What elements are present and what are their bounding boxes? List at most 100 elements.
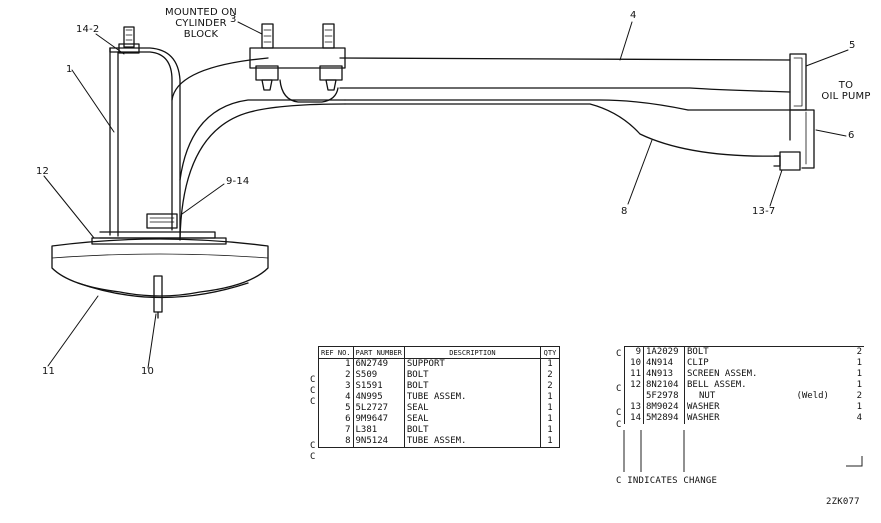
- extra-cell: [794, 369, 848, 380]
- table-row: 7 L381 BOLT 1: [318, 425, 560, 436]
- desc-cell: SEAL: [404, 403, 542, 414]
- part-cell: 4N914: [643, 358, 685, 369]
- header-description: DESCRIPTION: [404, 346, 542, 359]
- callout-6: 6: [848, 130, 855, 141]
- part-cell: 9N5124: [353, 436, 405, 448]
- change-flag-13: C: [616, 408, 622, 418]
- part-cell: 8N2104: [643, 380, 685, 391]
- ref-cell: 4: [318, 392, 354, 403]
- note-mounted-line-1: MOUNTED ON: [165, 7, 237, 18]
- ref-cell: 1: [318, 358, 354, 370]
- callout-11: 11: [42, 366, 56, 377]
- change-flag-14: C: [616, 420, 622, 430]
- callout-10: 10: [141, 366, 155, 377]
- header-qty: QTY: [540, 346, 560, 359]
- desc-cell: BOLT: [684, 346, 795, 358]
- callout-14-2: 14-2: [76, 24, 100, 35]
- change-flag-9: C: [616, 349, 622, 359]
- ref-cell: [624, 391, 644, 402]
- extra-cell: [794, 413, 848, 424]
- part-cell: S1591: [353, 381, 405, 392]
- qty-cell: 4: [856, 413, 862, 423]
- qty-cell: 1: [540, 358, 560, 370]
- desc-cell: TUBE ASSEM.: [404, 436, 542, 448]
- ref-cell: 14: [624, 413, 644, 424]
- pump-flange: [789, 53, 807, 111]
- desc-cell: CLIP: [687, 358, 709, 368]
- table-row: 14 5M2894 WASHER 4: [624, 413, 865, 424]
- note-mounted-on-block: MOUNTED ON CYLINDER BLOCK: [163, 7, 239, 40]
- extra-cell: [794, 358, 848, 369]
- change-flag-12: C: [616, 384, 622, 394]
- note-pump-line-1: TO: [838, 80, 854, 91]
- callout-9-14: 9-14: [226, 176, 250, 187]
- part-cell: 4N995: [353, 392, 405, 403]
- desc-cell: SUPPORT: [404, 358, 542, 370]
- callout-8: 8: [621, 206, 628, 217]
- table-row: 10 4N914 CLIP 1: [624, 358, 865, 369]
- desc-cell: SCREEN ASSEM.: [687, 369, 758, 379]
- part-cell: S509: [353, 370, 405, 381]
- header-ref-no: REF NO.: [318, 346, 354, 359]
- ref-cell: 12: [624, 380, 644, 391]
- part-cell: 5M2894: [643, 413, 685, 424]
- qty-cell: 1: [540, 392, 560, 403]
- change-flag-7: C: [310, 441, 316, 451]
- qty-cell: 2: [856, 391, 862, 401]
- ref-cell: 3: [318, 381, 354, 392]
- extra-cell: [794, 402, 848, 413]
- leader-lines: [43, 21, 849, 369]
- header-part-number: PART NUMBER: [353, 346, 405, 359]
- part-cell: L381: [353, 425, 405, 436]
- desc-cell: BOLT: [404, 425, 542, 436]
- support-bracket: [109, 47, 181, 239]
- tube-assembly-lower: [179, 99, 791, 241]
- qty-cell: 2: [540, 370, 560, 381]
- footnote-indicates-change: C INDICATES CHANGE: [616, 476, 718, 486]
- ref-cell: 2: [318, 370, 354, 381]
- desc-cell: BELL ASSEM.: [687, 380, 747, 390]
- note-mounted-line-2: CYLINDER: [175, 18, 227, 29]
- desc-cell: SEAL: [404, 414, 542, 425]
- note-pump-line-2: OIL PUMP: [821, 91, 871, 102]
- qty-cell: 1: [856, 380, 862, 390]
- table-row: 3 S1591 BOLT 2: [318, 381, 560, 392]
- ref-cell: 13: [624, 402, 644, 413]
- qty-cell: 1: [540, 425, 560, 436]
- callout-12: 12: [36, 166, 50, 177]
- table-row: 2 S509 BOLT 2: [318, 370, 560, 381]
- note-to-oil-pump: TO OIL PUMP: [814, 80, 878, 102]
- table-row: 5F2978 NUT (Weld) 2: [624, 391, 865, 402]
- table-row: 1 6N2749 SUPPORT 1: [318, 358, 560, 370]
- callout-5: 5: [849, 40, 856, 51]
- tube-assembly-upper: [171, 57, 791, 101]
- parts-table-right: 9 1A2029 BOLT 2 10 4N914 CLIP 1 11 4N913…: [624, 346, 864, 424]
- qty-cell: 1: [856, 369, 862, 379]
- ref-cell: 9: [624, 346, 644, 358]
- qty-cell: 1: [540, 403, 560, 414]
- callout-3: 3: [230, 14, 237, 25]
- part-cell: 8M9024: [643, 402, 685, 413]
- qty-cell: 1: [856, 402, 862, 412]
- desc-cell: TUBE ASSEM.: [404, 392, 542, 403]
- change-flag-1: C: [310, 375, 316, 385]
- table-row: 8 9N5124 TUBE ASSEM. 1: [318, 436, 560, 448]
- qty-cell: 1: [540, 414, 560, 425]
- ref-cell: 5: [318, 403, 354, 414]
- ref-cell: 10: [624, 358, 644, 369]
- top-bolt: [118, 26, 140, 54]
- part-cell: 5L2727: [353, 403, 405, 414]
- table-row: 13 8M9024 WASHER 1: [624, 402, 865, 413]
- callout-4: 4: [630, 10, 637, 21]
- ref-cell: 6: [318, 414, 354, 425]
- qty-cell: 2: [540, 381, 560, 392]
- part-cell: 4N913: [643, 369, 685, 380]
- ref-cell: 11: [624, 369, 644, 380]
- qty-cell: 1: [856, 358, 862, 368]
- bell-assembly: [51, 231, 269, 319]
- ref-cell: 8: [318, 436, 354, 448]
- extra-cell: (Weld): [796, 391, 829, 401]
- desc-cell: BOLT: [404, 370, 542, 381]
- extra-cell: [794, 346, 848, 358]
- ref-cell: 7: [318, 425, 354, 436]
